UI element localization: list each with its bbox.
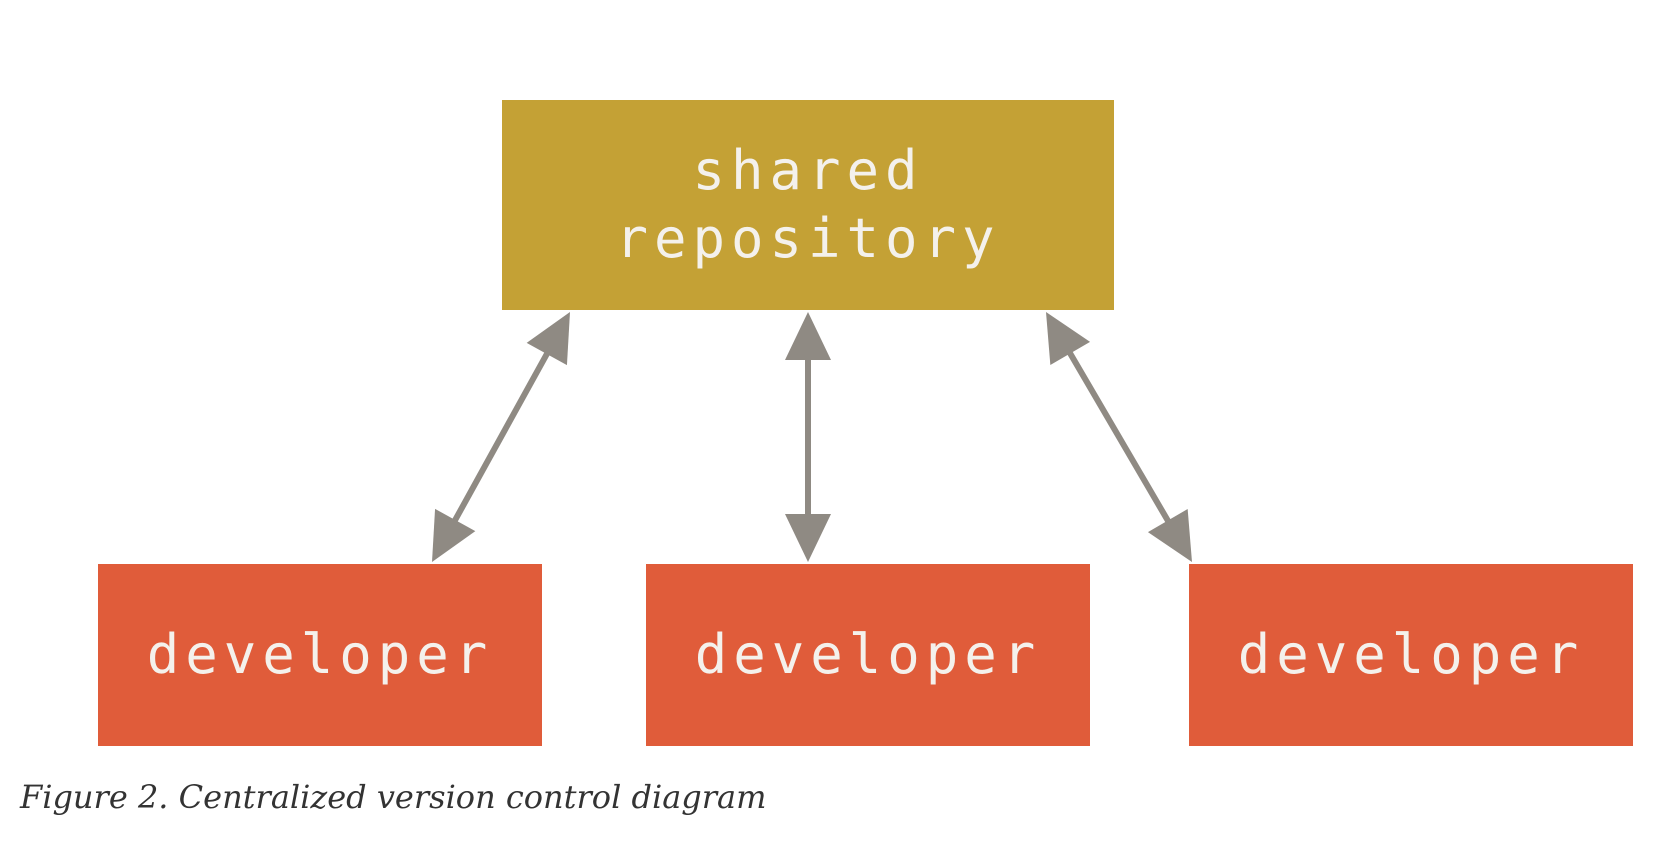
developer-label-1: developer xyxy=(146,623,494,686)
arrowhead-top xyxy=(1046,312,1091,366)
arrowhead-bottom xyxy=(432,508,476,562)
developer-box-2: developer xyxy=(646,564,1090,746)
arrow-repo-dev3 xyxy=(1046,312,1192,562)
arrowhead-top xyxy=(526,312,570,366)
arrowhead-bottom xyxy=(1147,508,1192,562)
figure-caption: Figure 2. Centralized version control di… xyxy=(20,778,767,816)
shared-repository-box: shared repository xyxy=(502,100,1114,310)
arrow-repo-dev1 xyxy=(432,312,570,562)
arrow-shaft xyxy=(1065,348,1173,526)
developer-label-2: developer xyxy=(694,623,1042,686)
repository-label-line1: shared xyxy=(692,139,924,202)
arrow-repo-dev2 xyxy=(785,312,831,562)
arrowhead-bottom xyxy=(785,514,831,562)
arrowhead-top xyxy=(785,312,831,360)
developer-label-3: developer xyxy=(1237,623,1585,686)
developer-box-3: developer xyxy=(1189,564,1633,746)
repository-label-line2: repository xyxy=(615,207,1001,270)
developer-box-1: developer xyxy=(98,564,542,746)
arrow-shaft xyxy=(450,349,552,525)
